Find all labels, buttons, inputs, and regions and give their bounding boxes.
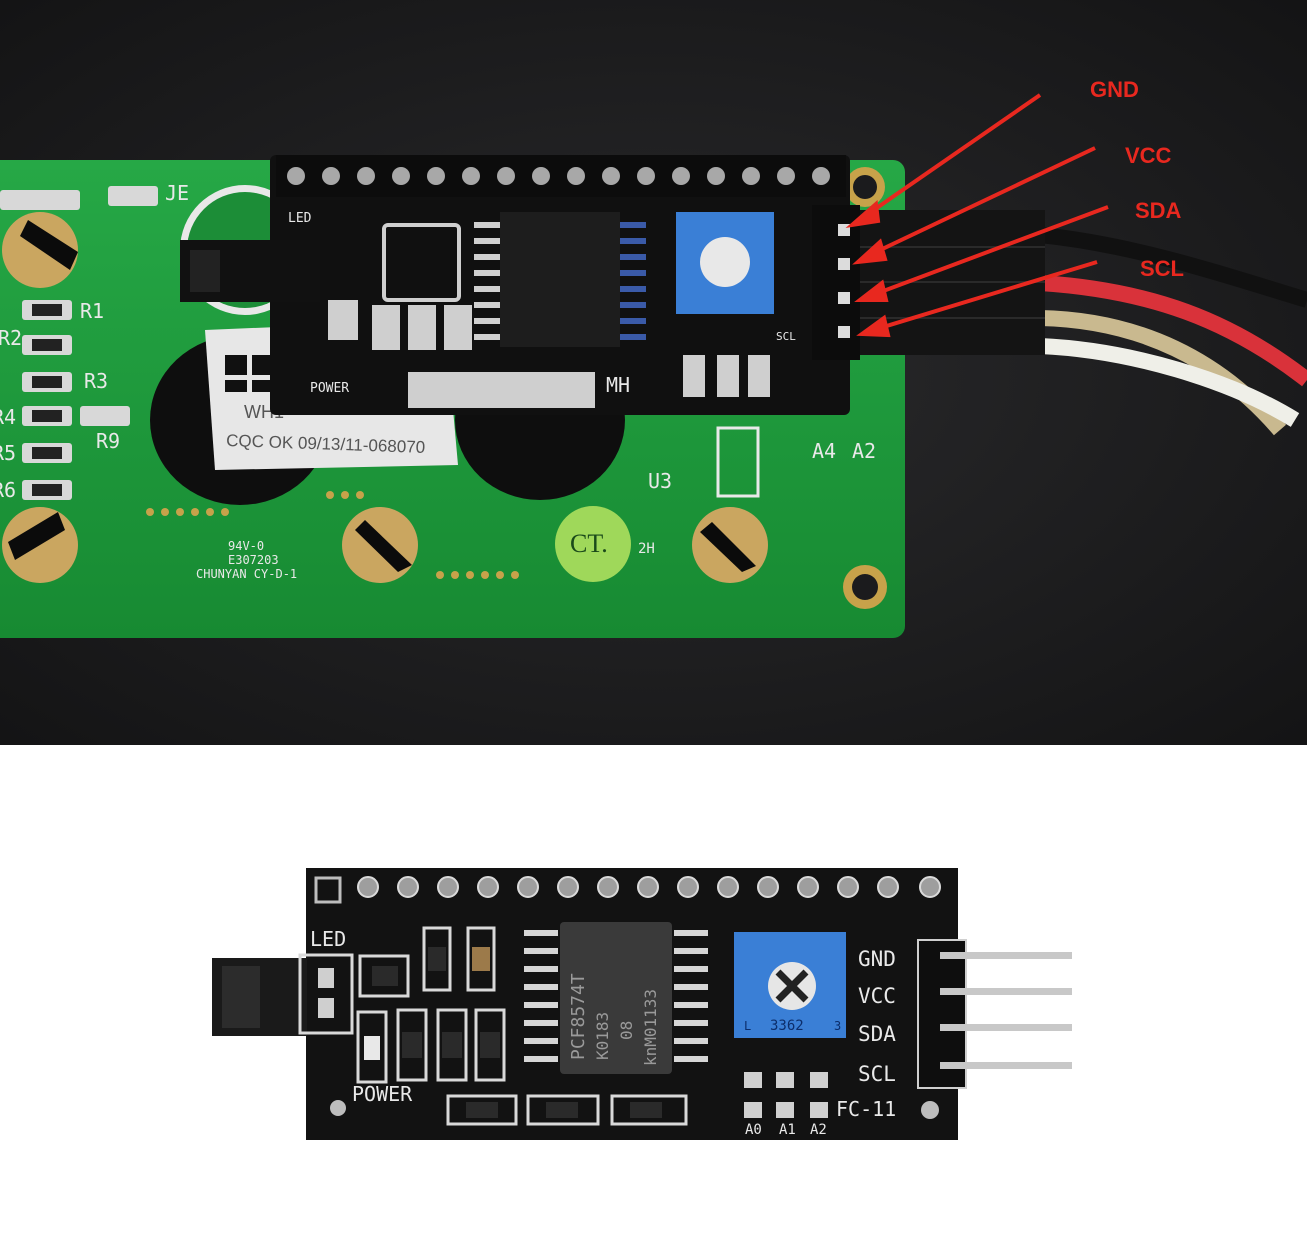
vcc-arrowhead	[852, 238, 888, 265]
module-power-label: POWER	[310, 381, 349, 396]
i2c-header-pins	[917, 939, 1072, 1089]
a4-label: A4	[812, 439, 836, 463]
a2-label: A2	[810, 1122, 827, 1138]
left-resistor-pads	[0, 186, 158, 500]
module-led-label: LED	[288, 211, 312, 226]
header-scl-label: SCL	[858, 1062, 896, 1086]
lcd-backside-photo: JE R1 R2 R3 R4 R5 R6 R9 U3 A4 A2 94V-0 E…	[0, 0, 1307, 745]
pot-right-mark: 3	[834, 1019, 841, 1033]
u3-label: U3	[648, 469, 672, 493]
u3-footprint	[716, 426, 760, 498]
sda-arrowhead	[854, 279, 889, 302]
header-gnd-label: GND	[858, 947, 896, 971]
2h-logo: 2H	[638, 541, 655, 557]
a1-label: A1	[779, 1122, 796, 1138]
vcc-callout: VCC	[1125, 143, 1172, 168]
r4-label: R4	[0, 405, 16, 429]
via-dots	[146, 491, 519, 579]
scl-callout: SCL	[1140, 256, 1184, 281]
pcf8574-chip: PCF8574T K0183 08 knM01133	[524, 922, 708, 1074]
mounting-hole-right	[921, 1101, 939, 1119]
ul-mark: 94V-0	[228, 539, 264, 553]
contrast-potentiometer: 3362 L 3	[734, 932, 846, 1038]
resistor-r1-outline	[422, 926, 452, 992]
chip-text-3: 08	[617, 1021, 636, 1040]
transistor	[372, 966, 398, 986]
r3-label: R3	[84, 369, 108, 393]
sda-callout: SDA	[1135, 198, 1182, 223]
a0-label: A0	[745, 1122, 762, 1138]
pot-value: 3362	[770, 1018, 804, 1034]
chip-pins-left	[474, 222, 500, 340]
r5-label: R5	[0, 441, 16, 465]
power-led	[364, 1036, 380, 1060]
i2c-pins	[838, 224, 850, 338]
led-label: LED	[310, 927, 346, 951]
a2-label: A2	[852, 439, 876, 463]
gnd-callout: GND	[1090, 77, 1139, 102]
capacitor-outline	[466, 926, 496, 992]
i2c-module-mounted: LED	[180, 155, 1045, 415]
top-header-holes	[314, 876, 941, 904]
module-mh-label: MH	[606, 373, 630, 397]
cert-mark: E307203	[228, 553, 279, 567]
chip-pins-right	[620, 222, 646, 340]
r9-label: R9	[96, 429, 120, 453]
i2c-pin-header	[812, 205, 860, 360]
header-sda-label: SDA	[858, 1022, 896, 1046]
ct-sticker-text: CT.	[570, 529, 608, 558]
pot-left-mark: L	[744, 1019, 751, 1033]
capacitor	[472, 947, 490, 971]
power-led-outline	[356, 1010, 388, 1084]
pin-callout-arrows	[845, 93, 1109, 338]
maker-mark: CHUNYAN CY-D-1	[196, 567, 297, 581]
r6-label: R6	[0, 478, 16, 502]
module-scl-label: SCL	[776, 330, 796, 343]
chip-text-2: K0183	[593, 1012, 612, 1060]
transistor-outline	[358, 954, 410, 998]
header-pins	[287, 167, 830, 185]
jumper-wires	[1039, 227, 1307, 436]
chip-text-1: PCF8574T	[568, 973, 589, 1060]
header-vcc-label: VCC	[858, 984, 896, 1008]
lcd-backside-illustration: JE R1 R2 R3 R4 R5 R6 R9 U3 A4 A2 94V-0 E…	[0, 0, 1307, 745]
je-label: JE	[165, 181, 189, 205]
gnd-arrowhead	[845, 199, 881, 229]
chip-text-4: knM01133	[641, 989, 660, 1066]
ct-sticker	[555, 506, 631, 582]
i2c-module-product-photo: LED POWER	[0, 760, 1307, 1249]
power-label: POWER	[352, 1082, 413, 1106]
scl-arrowhead	[856, 314, 891, 338]
address-pads	[744, 1072, 828, 1118]
led-jumper	[212, 953, 354, 1036]
mounting-hole-left	[330, 1100, 346, 1116]
r2-label: R2	[0, 326, 22, 350]
r1-label: R1	[80, 299, 104, 323]
board-name: FC-11	[836, 1097, 896, 1121]
i2c-module-illustration: LED POWER	[212, 868, 1072, 1140]
